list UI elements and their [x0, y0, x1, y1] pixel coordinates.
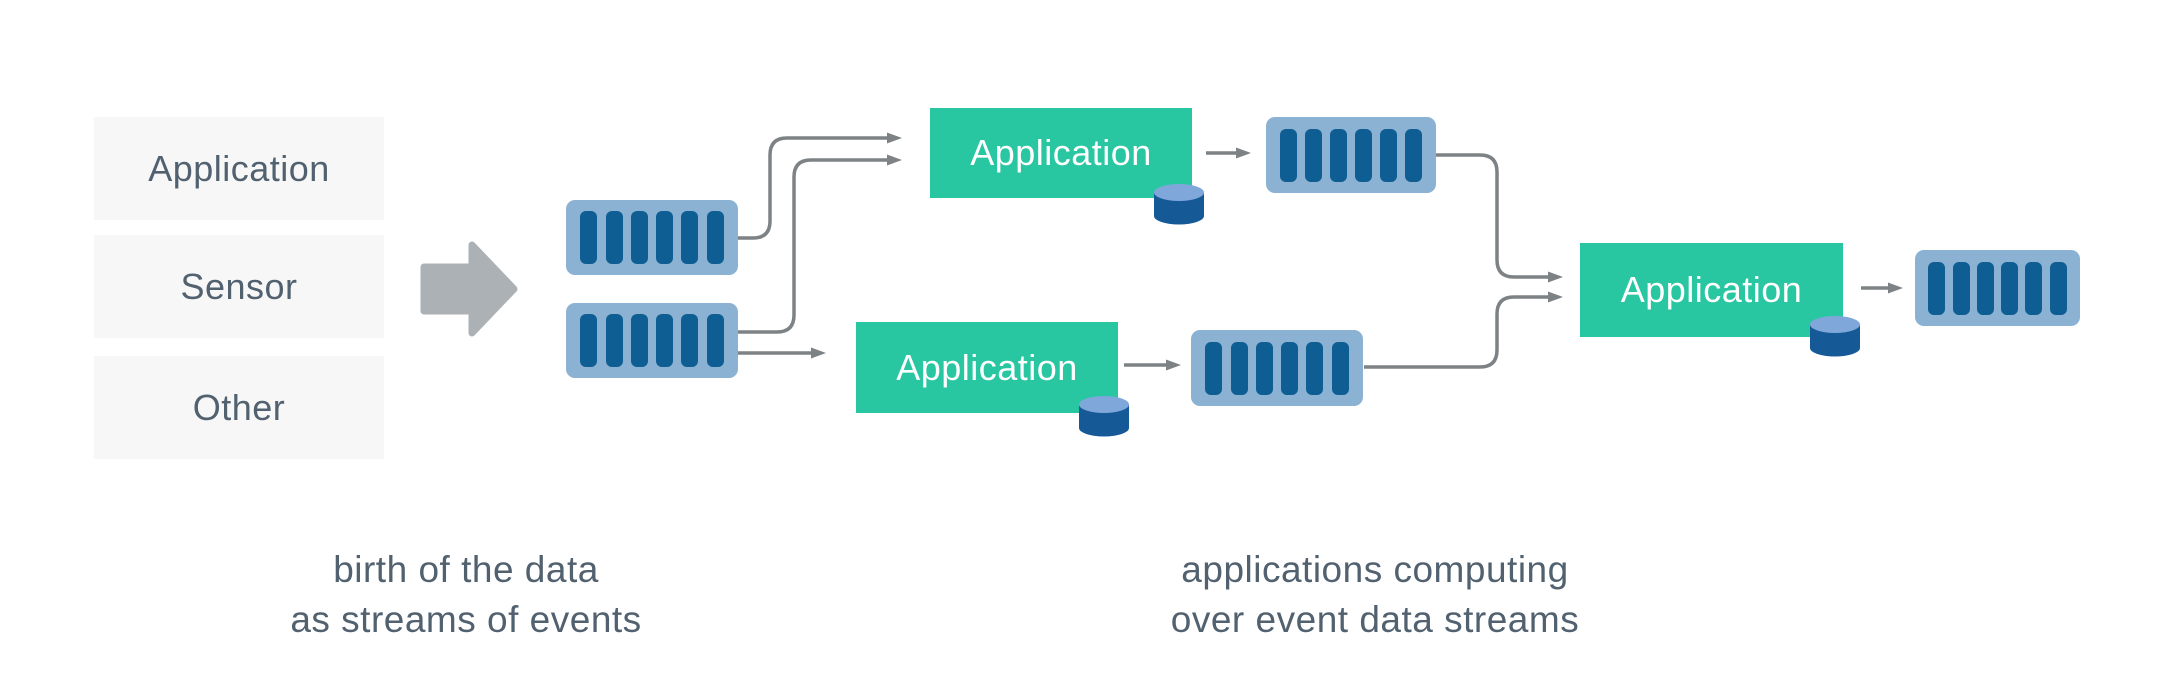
application-box-final: Application [1580, 243, 1843, 337]
event-stream-icon-5 [1915, 250, 2080, 326]
stream-segment [1306, 341, 1324, 395]
stream-segment [605, 211, 623, 264]
caption-right-line1: applications computing [1181, 549, 1569, 590]
stream-segment [1331, 341, 1349, 395]
caption-left-line2: as streams of events [290, 599, 642, 640]
stream-segment [1380, 128, 1397, 182]
connector-stream1-to-top-app [727, 132, 902, 240]
stream-segment [2049, 261, 2067, 315]
stream-segment [630, 314, 648, 367]
stream-segment [656, 314, 674, 367]
stream-segment [1305, 128, 1322, 182]
stream-segment [630, 211, 648, 264]
application-box-top-label: Application [970, 132, 1152, 173]
event-stream-icon-1 [566, 200, 738, 275]
stream-segment [706, 314, 724, 367]
source-label-other: Other [192, 386, 286, 428]
stream-segment [1280, 128, 1297, 182]
source-label-application: Application [148, 147, 330, 189]
caption-right: applications computing over event data s… [1145, 545, 1605, 645]
stream-segment [1355, 128, 1372, 182]
application-box-middle: Application [856, 322, 1118, 413]
application-box-top: Application [930, 108, 1192, 198]
stream-segment [706, 211, 724, 264]
stream-segment [1952, 261, 1970, 315]
stream-segment [1928, 261, 1946, 315]
caption-left: birth of the data as streams of events [236, 545, 696, 645]
application-box-middle-label: Application [896, 346, 1078, 388]
source-box-sensor: Sensor [94, 235, 384, 338]
connector-stream2-to-top-app [727, 154, 902, 334]
stream-segment [681, 314, 699, 367]
stream-segment [1281, 341, 1299, 395]
source-box-other: Other [94, 356, 384, 459]
event-stream-icon-2 [566, 303, 738, 378]
application-box-final-label: Application [1620, 269, 1803, 310]
event-stream-icon-3 [1266, 117, 1436, 193]
connector-stream4-to-final-app [1364, 291, 1563, 369]
database-icon-top-app [1154, 184, 1204, 225]
stream-segment [580, 211, 598, 264]
stream-segment [2001, 261, 2019, 315]
database-icon-middle-app [1079, 396, 1129, 437]
caption-left-line1: birth of the data [333, 549, 599, 590]
caption-right-line2: over event data streams [1170, 599, 1580, 640]
stream-segment [656, 211, 674, 264]
source-box-application: Application [94, 117, 384, 220]
stream-segment [681, 211, 699, 264]
connector-stream3-to-final-app [1436, 153, 1563, 283]
stream-segment [605, 314, 623, 367]
stream-segment [580, 314, 598, 367]
stream-segment [1230, 341, 1248, 395]
event-stream-icon-4 [1191, 330, 1363, 406]
stream-segment [1405, 128, 1422, 182]
stream-segment [1255, 341, 1273, 395]
stream-segment [1330, 128, 1347, 182]
source-label-sensor: Sensor [180, 265, 298, 307]
big-right-arrow-icon [420, 241, 518, 337]
stream-segment [2025, 261, 2043, 315]
stream-segment [1205, 341, 1223, 395]
database-icon-final-app [1810, 316, 1860, 357]
stream-segment [1976, 261, 1994, 315]
